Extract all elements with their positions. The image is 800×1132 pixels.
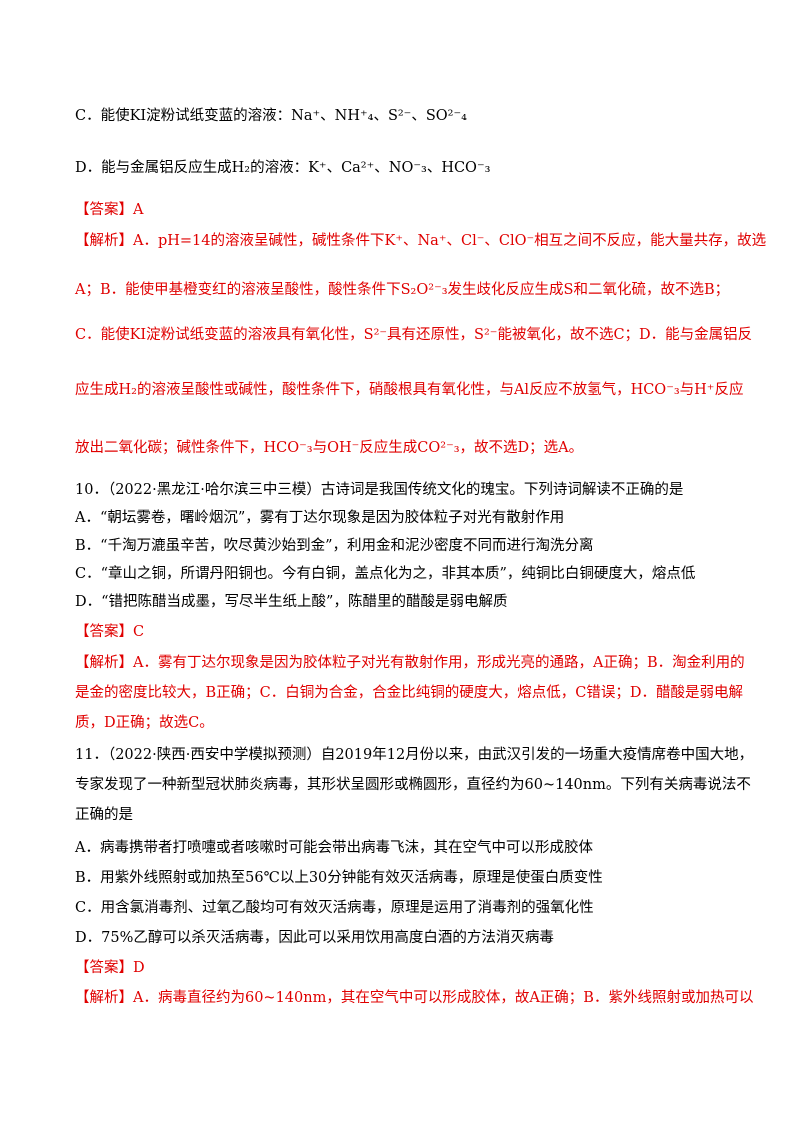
question-option: C．用含氯消毒剂、过氧乙酸均可有效灭活病毒，原理是运用了消毒剂的强氧化性	[75, 900, 594, 916]
question-option: C．“章山之铜，所谓丹阳铜也。今有白铜，盖点化为之，非其本质”，纯铜比白铜硬度大…	[75, 566, 696, 582]
explanation-line: 放出二氧化碳；碱性条件下，HCO⁻₃与OH⁻反应生成CO²⁻₃，故不选D；选A。	[75, 440, 584, 456]
question-option: D．75%乙醇可以杀灭活病毒，因此可以采用饮用高度白酒的方法消灭病毒	[75, 930, 554, 946]
explanation-line: 是金的密度比较大，B正确；C．白铜为合金，合金比纯铜的硬度大，熔点低，C错误；D…	[75, 685, 743, 701]
answer-label: 【答案】D	[75, 960, 145, 976]
question-option: D．“错把陈醋当成墨，写尽半生纸上酸”，陈醋里的醋酸是弱电解质	[75, 594, 508, 610]
question-stem: 正确的是	[75, 807, 133, 823]
answer-label: 【答案】C	[75, 624, 145, 640]
explanation-line: 【解析】A．雾有丁达尔现象是因为胶体粒子对光有散射作用，形成光亮的通路，A正确；…	[75, 655, 745, 671]
question-stem: 10．（2022·黑龙江·哈尔滨三中三模）古诗词是我国传统文化的瑰宝。下列诗词解…	[75, 482, 684, 498]
question-option: B．“千淘万漉虽辛苦，吹尽黄沙始到金”，利用金和泥沙密度不同而进行淘洗分离	[75, 538, 594, 554]
explanation-line: 【解析】A．病毒直径约为60~140nm，其在空气中可以形成胶体，故A正确；B．…	[75, 990, 754, 1006]
explanation-line: A；B．能使甲基橙变红的溶液呈酸性，酸性条件下S₂O²⁻₃发生歧化反应生成S和二…	[75, 282, 730, 298]
option-c: C．能使KI淀粉试纸变蓝的溶液：Na⁺、NH⁺₄、S²⁻、SO²⁻₄	[75, 108, 467, 124]
question-stem: 11．（2022·陕西·西安中学模拟预测）自2019年12月份以来，由武汉引发的…	[75, 747, 754, 763]
answer-label: 【答案】A	[75, 202, 144, 218]
explanation-line: C．能使KI淀粉试纸变蓝的溶液具有氧化性，S²⁻具有还原性，S²⁻能被氧化，故不…	[75, 327, 753, 343]
question-stem: 专家发现了一种新型冠状肺炎病毒，其形状呈圆形或椭圆形，直径约为60~140nm。…	[75, 777, 751, 793]
question-option: A．“朝坛雾卷，曙岭烟沉”，雾有丁达尔现象是因为胶体粒子对光有散射作用	[75, 510, 565, 526]
explanation-line: 质，D正确；故选C。	[75, 715, 214, 731]
explanation-line: 应生成H₂的溶液呈酸性或碱性，酸性条件下，硝酸根具有氧化性，与Al反应不放氢气，…	[75, 382, 744, 398]
question-option: B．用紫外线照射或加热至56℃以上30分钟能有效灭活病毒，原理是使蛋白质变性	[75, 870, 603, 886]
option-d: D．能与金属铝反应生成H₂的溶液：K⁺、Ca²⁺、NO⁻₃、HCO⁻₃	[75, 160, 491, 176]
explanation-line: 【解析】A．pH=14的溶液呈碱性，碱性条件下K⁺、Na⁺、Cl⁻、ClO⁻相互…	[75, 233, 767, 249]
question-option: A．病毒携带者打喷嚏或者咳嗽时可能会带出病毒飞沫，其在空气中可以形成胶体	[75, 840, 593, 856]
